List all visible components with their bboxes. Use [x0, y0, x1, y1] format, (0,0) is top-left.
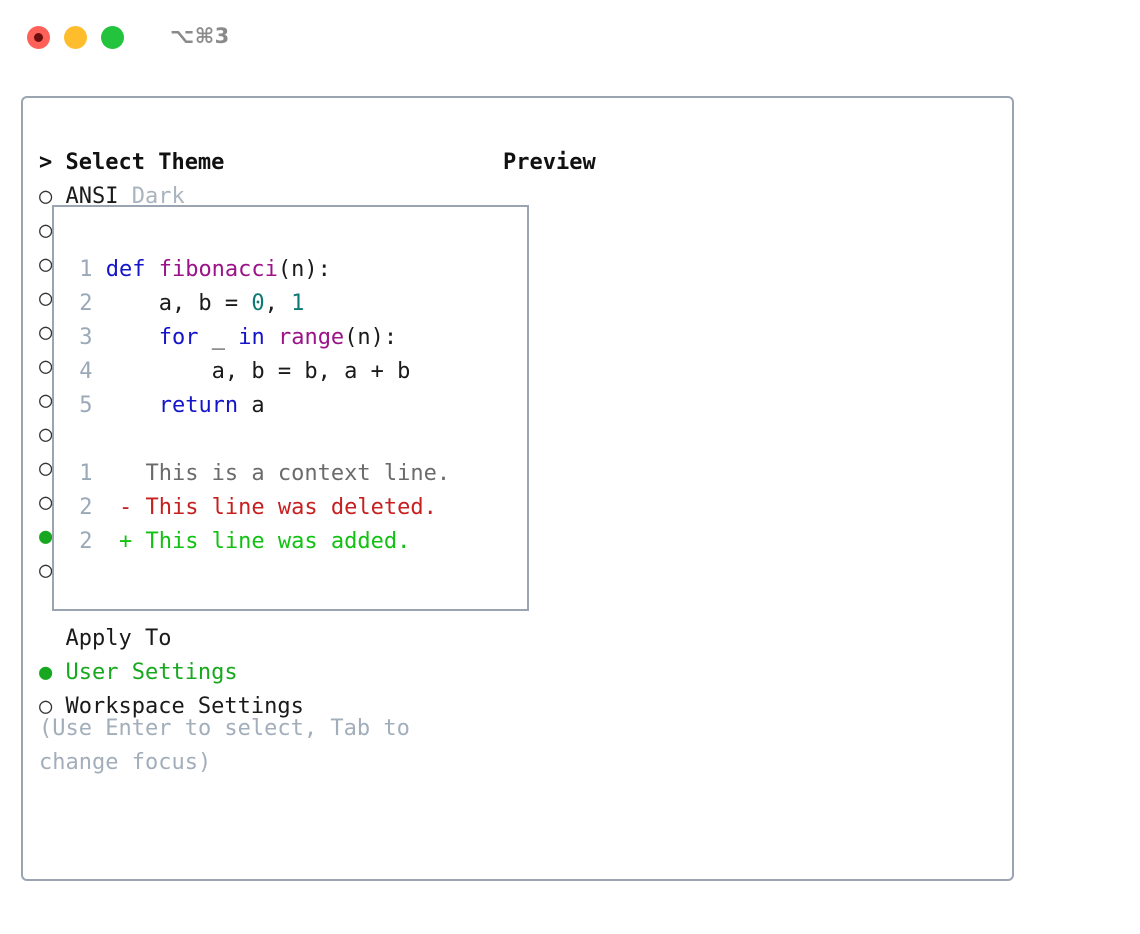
right-column: Preview [503, 146, 596, 180]
code-line: 2 a, b = 0, 1 [66, 287, 450, 321]
radio-selected-icon: ● [39, 660, 66, 685]
code-token: a, b = b, a + b [105, 359, 411, 384]
code-token: (n): [277, 257, 331, 282]
theme-option-tag: Dark [118, 184, 185, 209]
line-number: 1 [79, 461, 93, 486]
window-controls [27, 26, 124, 49]
radio-empty-icon: ○ [39, 558, 53, 583]
keyboard-shortcut-label: ⌥⌘3 [170, 24, 230, 48]
theme-selector-panel: > Select Theme ○ ANSI Dark○ Atom One Dar… [21, 96, 1014, 881]
line-number: 2 [79, 529, 93, 554]
code-line: 5 return a [66, 389, 450, 423]
code-token: - This line was deleted. [105, 495, 437, 520]
code-line: 2 + This line was added. [66, 525, 450, 559]
preview-heading: Preview [503, 150, 596, 175]
apply-to-indent [39, 622, 65, 656]
apply-to-option-label: User Settings [65, 660, 238, 685]
code-line [66, 423, 450, 457]
code-token: range [277, 325, 345, 350]
radio-empty-icon: ○ [39, 218, 53, 243]
code-token [265, 325, 278, 350]
heading-caret-icon: > [39, 150, 66, 175]
apply-to-option[interactable]: ○ Workspace Settings [39, 690, 479, 724]
code-token: def [105, 257, 159, 282]
code-token: for [158, 325, 199, 350]
theme-option-label: ANSI [65, 184, 119, 209]
code-token: 1 [291, 291, 305, 316]
apply-to-heading-label: Apply To [65, 626, 172, 651]
radio-empty-icon: ○ [39, 388, 53, 413]
code-line: 1 This is a context line. [66, 457, 450, 491]
select-theme-heading-label: Select Theme [65, 150, 225, 175]
radio-selected-icon: ● [39, 524, 53, 549]
theme-option[interactable]: ○ ANSI Dark [39, 180, 479, 214]
code-token [106, 393, 159, 418]
code-token [106, 325, 159, 350]
close-button[interactable] [27, 26, 50, 49]
minimize-button[interactable] [64, 26, 87, 49]
code-token: 0 [251, 291, 265, 316]
apply-to-heading: Apply To [39, 622, 479, 656]
radio-empty-icon: ○ [39, 184, 66, 209]
code-token: a [238, 393, 265, 418]
apply-to-list: ● User Settings○ Workspace Settings [39, 656, 479, 724]
line-number: 2 [79, 291, 93, 316]
title-bar: ⌥⌘3 [0, 0, 1140, 76]
radio-empty-icon: ○ [39, 354, 53, 379]
line-number: 5 [79, 393, 93, 418]
code-token: return [158, 393, 239, 418]
code-token: (n): [344, 325, 398, 350]
code-line: 2 - This line was deleted. [66, 491, 450, 525]
radio-empty-icon: ○ [39, 694, 66, 719]
code-line: 1 def fibonacci(n): [66, 253, 450, 287]
radio-empty-icon: ○ [39, 320, 53, 345]
code-line: 4 a, b = b, a + b [66, 355, 450, 389]
code-token: + This line was added. [105, 529, 411, 554]
code-token: This is a context line. [105, 461, 451, 486]
keyboard-hint: (Use Enter to select, Tab to change focu… [39, 716, 424, 775]
code-token: fibonacci [158, 257, 278, 282]
apply-to-option-label: Workspace Settings [65, 694, 304, 719]
radio-empty-icon: ○ [39, 286, 53, 311]
radio-empty-icon: ○ [39, 490, 53, 515]
radio-empty-icon: ○ [39, 422, 53, 447]
code-line: 3 for _ in range(n): [66, 321, 450, 355]
select-theme-heading: > Select Theme [39, 146, 479, 180]
line-number: 1 [79, 257, 93, 282]
radio-empty-icon: ○ [39, 252, 53, 277]
code-token: _ [198, 325, 239, 350]
line-number: 4 [79, 359, 93, 384]
apply-to-option[interactable]: ● User Settings [39, 656, 479, 690]
line-number: 3 [79, 325, 93, 350]
zoom-button[interactable] [101, 26, 124, 49]
code-token: a, b = [105, 291, 252, 316]
code-token: in [238, 325, 265, 350]
line-number: 2 [79, 495, 93, 520]
radio-empty-icon: ○ [39, 456, 53, 481]
code-token: , [264, 291, 292, 316]
